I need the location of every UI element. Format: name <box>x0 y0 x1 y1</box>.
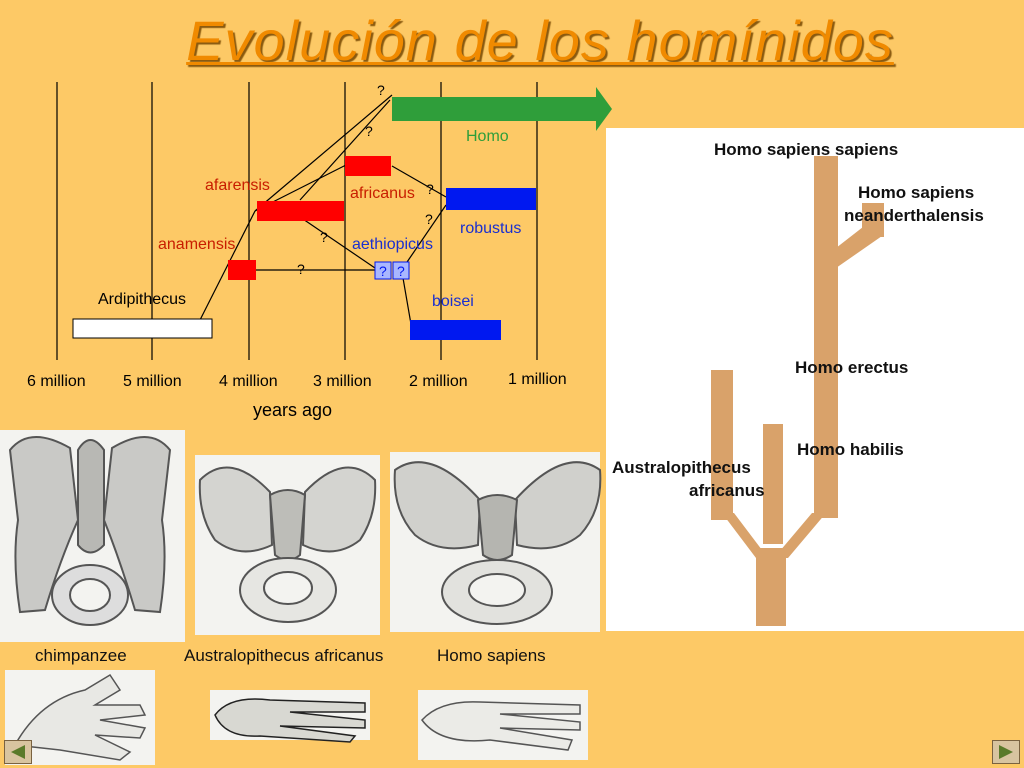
label-ardipithecus: Ardipithecus <box>98 291 186 308</box>
question-mark: ? <box>397 263 405 279</box>
question-mark: ? <box>297 261 305 277</box>
axis-label-1-million: 1 million <box>508 371 567 388</box>
label-robustus: robustus <box>460 220 521 237</box>
axis-label-5-million: 5 million <box>123 373 182 390</box>
arrow-right-icon <box>999 745 1013 759</box>
aethiopicus-box-2 <box>392 261 410 280</box>
tree-branches <box>711 156 884 626</box>
axis-label-6-million: 6 million <box>27 373 86 390</box>
robustus-bar <box>446 188 536 210</box>
caption-chimpanzee: chimpanzee <box>35 646 127 665</box>
tree-label-neanderthalensis-line1: Homo sapiens <box>858 183 974 202</box>
axis-label-4-million: 4 million <box>219 373 278 390</box>
afarensis-bar <box>257 201 344 221</box>
previous-slide-button[interactable] <box>4 740 32 764</box>
axis-label-3-million: 3 million <box>313 373 372 390</box>
label-anamensis: anamensis <box>158 236 235 253</box>
label-homo: Homo <box>466 128 509 145</box>
homo-arrow-bar <box>392 97 598 121</box>
label-afarensis: afarensis <box>205 177 270 194</box>
slide-title: Evolución de los homínidos <box>186 9 894 72</box>
axis-label-2-million: 2 million <box>409 373 468 390</box>
axis-title: years ago <box>253 400 332 420</box>
australopithecus-foot-image <box>210 690 370 743</box>
anamensis-bar <box>228 260 256 280</box>
homo-sapiens-pelvis-image <box>390 452 602 632</box>
tree-label-neanderthalensis-line2: neanderthalensis <box>844 206 984 225</box>
question-mark: ? <box>379 263 387 279</box>
ardipithecus-bar <box>72 318 213 339</box>
arrow-left-icon <box>11 745 25 759</box>
hominid-timeline-diagram: ? ? ? ? ? ? ? ? Homo afarensis africanus… <box>27 82 612 420</box>
question-mark: ? <box>377 82 385 98</box>
timeline-connectors <box>199 94 447 331</box>
tree-label-habilis: Homo habilis <box>797 440 904 459</box>
chimpanzee-pelvis-image <box>0 430 185 642</box>
label-africanus: africanus <box>350 185 415 202</box>
homo-arrow-head <box>596 87 612 131</box>
question-mark: ? <box>320 229 328 245</box>
aethiopicus-box-1 <box>374 261 392 280</box>
caption-australopithecus: Australopithecus africanus <box>184 646 383 665</box>
question-mark: ? <box>426 181 434 197</box>
label-aethiopicus: aethiopicus <box>352 236 433 253</box>
caption-homo-sapiens: Homo sapiens <box>437 646 546 665</box>
africanus-bar <box>345 156 391 176</box>
tree-label-australopithecus-line2: africanus <box>689 481 765 500</box>
label-boisei: boisei <box>432 293 474 310</box>
boisei-bar <box>410 320 501 340</box>
tree-label-sapiens-sapiens: Homo sapiens sapiens <box>714 140 898 159</box>
australopithecus-pelvis-image <box>195 455 380 635</box>
next-slide-button[interactable] <box>992 740 1020 764</box>
phylogenetic-tree-panel: Homo sapiens sapiens Homo sapiens neande… <box>606 128 1024 631</box>
pelvis-comparison-panel: chimpanzee Australopithecus africanus Ho… <box>0 430 602 765</box>
timeline-gridlines <box>56 82 538 360</box>
homo-sapiens-foot-image <box>418 690 588 760</box>
tree-label-erectus: Homo erectus <box>795 358 908 377</box>
question-mark: ? <box>365 123 373 139</box>
question-mark: ? <box>425 211 433 227</box>
tree-label-australopithecus-line1: Australopithecus <box>612 458 751 477</box>
